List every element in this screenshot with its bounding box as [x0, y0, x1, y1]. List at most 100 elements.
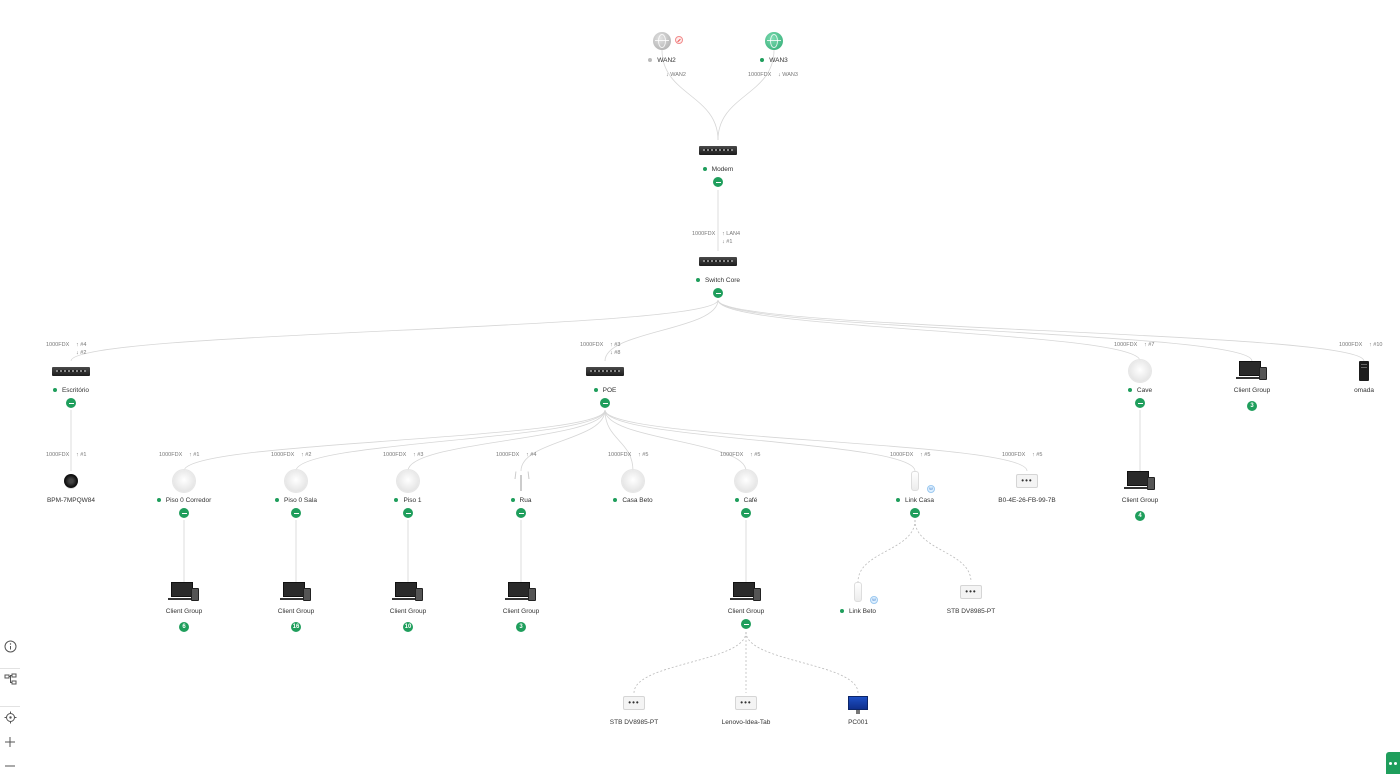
cafe-node[interactable]: Café [676, 469, 816, 518]
collapse-button[interactable] [910, 508, 920, 518]
client-group-cafe-node[interactable]: Client Group [676, 580, 816, 629]
client-group-p1-node[interactable]: Client Group 10 [338, 580, 478, 633]
b0-speed-label: 1000FDX [1002, 452, 1026, 458]
zoom-out-icon[interactable] [0, 756, 20, 776]
piso1-node[interactable]: Piso 1 [338, 469, 478, 518]
collapse-button[interactable] [291, 508, 301, 518]
wan3-speed-label: 1000FDX [748, 72, 772, 78]
wan3-port-label: ↓ WAN3 [778, 72, 798, 78]
piso0c-node[interactable]: Piso 0 Corredor [114, 469, 254, 518]
bpm-node[interactable]: BPM-7MPQW84 [1, 469, 141, 504]
poe-rua-link [520, 409, 606, 472]
status-dot [613, 498, 618, 503]
client-group-label: Client Group [727, 608, 765, 615]
client-group-core-node[interactable]: Client Group 3 [1182, 359, 1322, 412]
collapse-button[interactable] [741, 508, 751, 518]
generic-device-icon: ••• [623, 696, 645, 710]
zoom-in-icon[interactable] [0, 732, 20, 752]
linkcasa-label: Link Casa [905, 497, 934, 504]
linkcasa-stb-link [914, 519, 972, 583]
status-dot [52, 388, 57, 393]
client-count-badge[interactable]: 6 [179, 622, 189, 632]
info-icon[interactable] [0, 636, 20, 656]
status-dot [510, 498, 515, 503]
rua-label: Rua [519, 497, 532, 504]
piso0s-label: Piso 0 Sala [284, 497, 317, 504]
piso0c-label: Piso 0 Corredor [165, 497, 212, 504]
client-count-badge[interactable]: 16 [290, 622, 302, 632]
client-group-p0s-node[interactable]: Client Group 16 [226, 580, 366, 633]
access-point-icon [1129, 360, 1151, 382]
omada-uplink-label: ↑ #10 [1369, 342, 1383, 348]
casabeto-node[interactable]: Casa Beto [563, 469, 703, 504]
stb1-node[interactable]: ••• STB DV8985-PT [901, 580, 1041, 615]
wan2-link [661, 49, 719, 141]
access-point-icon [622, 470, 644, 492]
switch-core-node[interactable]: Switch Core [648, 249, 788, 298]
modem-node[interactable]: Modem [648, 138, 788, 187]
linkcasa-speed-label: 1000FDX [890, 452, 914, 458]
status-dot [394, 498, 399, 503]
linkbeto-node[interactable]: W Link Beto [788, 580, 928, 615]
status-dot [275, 498, 280, 503]
piso0s-uplink-label: ↑ #2 [301, 452, 312, 458]
collapse-button[interactable] [1135, 398, 1145, 408]
client-group-rua-node[interactable]: Client Group 3 [451, 580, 591, 633]
client-group-cave-node[interactable]: Client Group 4 [1070, 469, 1210, 522]
stb2-node[interactable]: ••• STB DV8985-PT [564, 691, 704, 726]
more-options-button[interactable] [1386, 752, 1400, 774]
locate-icon[interactable] [0, 706, 20, 727]
client-group-p0c-node[interactable]: Client Group 6 [114, 580, 254, 633]
client-count-badge[interactable]: 3 [1247, 401, 1257, 411]
linkcasa-node[interactable]: W Link Casa [845, 469, 985, 518]
topology-icon[interactable] [0, 668, 20, 689]
pc001-node[interactable]: PC001 [788, 691, 928, 726]
cave-node[interactable]: Cave [1070, 359, 1210, 408]
pc001-label: PC001 [848, 719, 868, 726]
collapse-button[interactable] [403, 508, 413, 518]
switch-icon [586, 366, 624, 376]
client-group-icon [392, 582, 423, 602]
switch-core-downlink-label: ↓ #1 [722, 239, 733, 245]
camera-icon [64, 474, 78, 488]
core-poe-link [604, 299, 719, 362]
poe-node[interactable]: POE [535, 359, 675, 408]
status-dot [593, 388, 598, 393]
poe-piso1-link [407, 409, 606, 472]
piso0c-speed-label: 1000FDX [159, 452, 183, 458]
wan3-node[interactable]: WAN3 [704, 29, 844, 64]
client-count-badge[interactable]: 4 [1135, 511, 1145, 521]
poe-cafe-link [604, 409, 747, 472]
escritorio-label: Escritório [61, 387, 90, 394]
omada-node[interactable]: omada [1294, 359, 1400, 394]
collapse-button[interactable] [741, 619, 751, 629]
piso1-label: Piso 1 [403, 497, 422, 504]
collapse-button[interactable] [713, 177, 723, 187]
client-group-icon [1236, 361, 1267, 381]
client-group-label: Client Group [1233, 387, 1271, 394]
b0-node[interactable]: ••• B0-4E-26-FB-99-7B [957, 469, 1097, 504]
casabeto-uplink-label: ↑ #5 [638, 452, 649, 458]
collapse-button[interactable] [516, 508, 526, 518]
wan2-node[interactable]: WAN2 [592, 29, 732, 64]
status-dot [896, 498, 901, 503]
lenovo-node[interactable]: ••• Lenovo-Idea-Tab [676, 691, 816, 726]
piso0s-node[interactable]: Piso 0 Sala [226, 469, 366, 518]
collapse-button[interactable] [600, 398, 610, 408]
client-count-badge[interactable]: 10 [402, 622, 414, 632]
bpm-uplink-label: ↑ #1 [76, 452, 87, 458]
piso0c-uplink-label: ↑ #1 [189, 452, 200, 458]
casabeto-label: Casa Beto [622, 497, 653, 504]
collapse-button[interactable] [66, 398, 76, 408]
client-count-badge[interactable]: 3 [516, 622, 526, 632]
switch-core-uplink-label: ↑ LAN4 [722, 231, 741, 237]
linkcasa-uplink-label: ↑ #5 [920, 452, 931, 458]
rua-node[interactable]: Rua [451, 469, 591, 518]
collapse-button[interactable] [179, 508, 189, 518]
wan3-label: WAN3 [769, 57, 788, 64]
collapse-button[interactable] [713, 288, 723, 298]
escritorio-node[interactable]: Escritório [1, 359, 141, 408]
internet-globe-icon [765, 32, 783, 50]
client-group-icon [168, 582, 199, 602]
